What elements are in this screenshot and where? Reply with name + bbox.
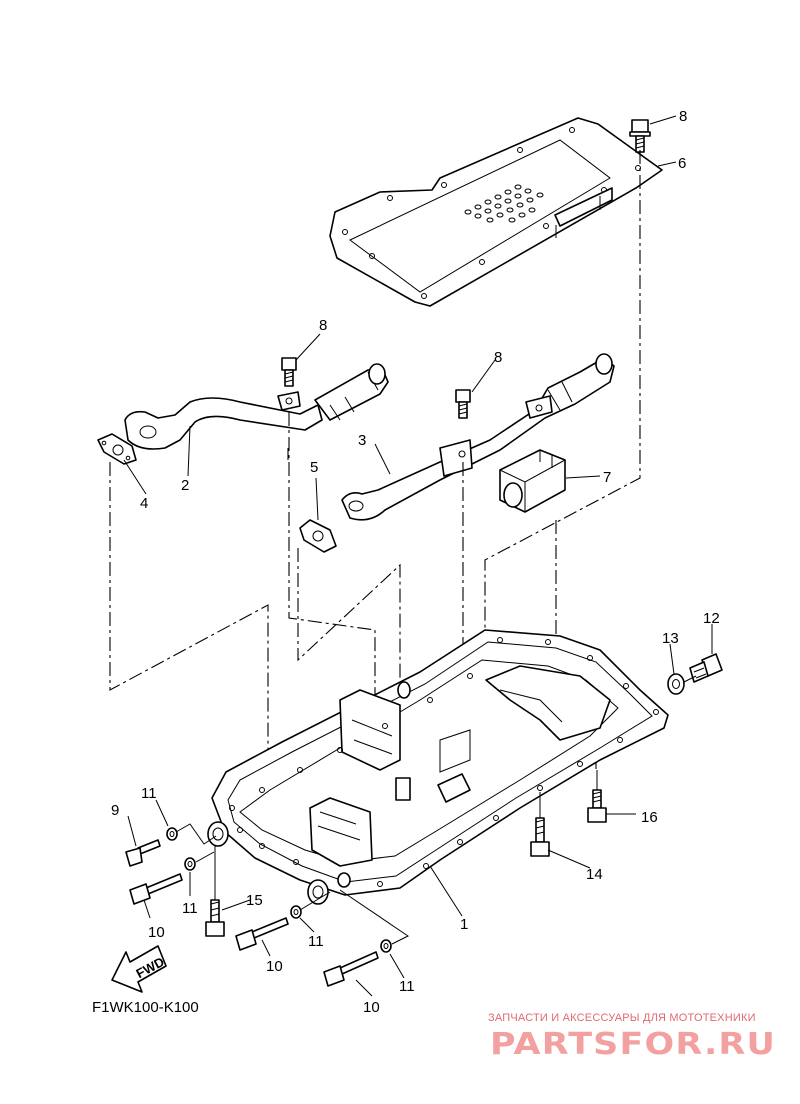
callout-5: 5 <box>310 459 318 476</box>
callout-12: 12 <box>703 610 720 627</box>
bolt-8-baffle <box>629 119 651 153</box>
bracket-7 <box>499 449 566 513</box>
callout-11-a: 11 <box>141 785 157 802</box>
callout-3: 3 <box>358 432 366 449</box>
fwd-arrow: FWD <box>111 945 167 993</box>
diagram-code: F1WK100-K100 <box>92 999 199 1016</box>
oil-pipe-left <box>124 363 389 450</box>
callout-10-middle: 10 <box>266 958 283 975</box>
bolt-14 <box>530 817 550 857</box>
leader-lines <box>123 115 713 997</box>
callout-7: 7 <box>603 469 611 486</box>
oil-pan <box>207 629 669 905</box>
gasket-5 <box>299 519 337 553</box>
oil-pipe-right <box>341 353 615 521</box>
callout-14: 14 <box>586 866 603 883</box>
bolt-8-pipe-left <box>281 357 297 387</box>
baffle-holes <box>464 184 544 223</box>
watermark-tagline: ЗАПЧАСТИ И АКСЕССУАРЫ ДЛЯ МОТОТЕХНИКИ <box>488 1012 756 1024</box>
callout-16: 16 <box>641 809 658 826</box>
callout-4: 4 <box>140 495 148 512</box>
callout-10-left: 10 <box>148 924 165 941</box>
callout-8-top: 8 <box>679 108 687 125</box>
callout-11-c: 11 <box>308 933 324 950</box>
callout-11-b: 11 <box>182 900 198 917</box>
drain-bolt-12 <box>689 653 723 683</box>
bolt-8-pipe-right <box>455 389 471 419</box>
washer-13 <box>667 673 685 695</box>
bolt-10-bottom <box>323 951 379 987</box>
callouts: 1 2 3 4 5 6 7 8 8 8 9 10 10 10 11 11 11 … <box>111 108 720 1016</box>
bolt-16 <box>587 789 607 823</box>
bolt-10-left <box>129 873 183 905</box>
bolt-10-middle <box>235 917 289 951</box>
callout-2: 2 <box>181 477 189 494</box>
callout-6: 6 <box>678 155 686 172</box>
bolt-15 <box>205 899 225 937</box>
callout-10-bottom: 10 <box>363 999 380 1016</box>
callout-13: 13 <box>662 630 679 647</box>
callout-8-left: 8 <box>319 317 327 334</box>
baffle-plate <box>329 117 663 307</box>
callout-9: 9 <box>111 802 119 819</box>
bolt-9 <box>125 839 161 867</box>
watermark: ЗАПЧАСТИ И АКСЕССУАРЫ ДЛЯ МОТОТЕХНИКИ PA… <box>488 1012 776 1062</box>
washers-11 <box>166 827 392 953</box>
callout-1: 1 <box>460 916 468 933</box>
fastener-lines <box>175 675 697 945</box>
watermark-logo: PARTSFOR.RU <box>490 1027 776 1062</box>
callout-8-right: 8 <box>494 349 502 366</box>
gasket-4 <box>97 433 137 465</box>
callout-11-d: 11 <box>399 978 415 995</box>
callout-15: 15 <box>246 892 263 909</box>
